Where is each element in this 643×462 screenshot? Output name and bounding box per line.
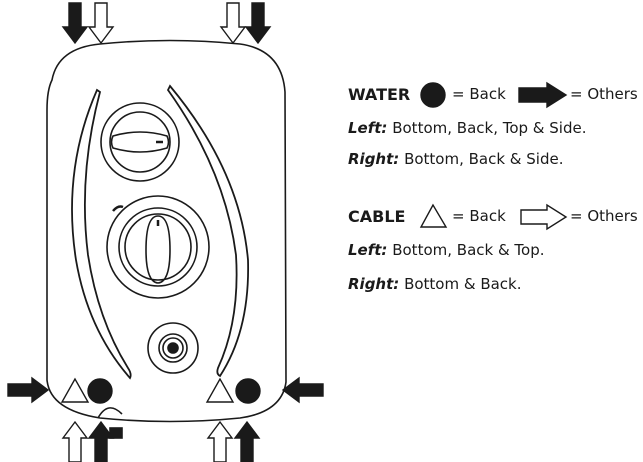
water-left-side-arrow-icon: [7, 377, 49, 403]
water-top-right-arrow-icon: [245, 2, 271, 44]
water-legend-title: WATER: [348, 85, 411, 104]
water-left-text: Bottom, Back, Top & Side.: [392, 119, 587, 137]
legend-cable-triangle-icon: [419, 203, 448, 228]
cable-right-line: Right: Bottom & Back.: [348, 275, 522, 293]
cable-legend-title: CABLE: [348, 207, 406, 226]
cable-left-line: Left: Bottom, Back & Top.: [348, 241, 545, 259]
water-top-left-arrow-icon: [62, 2, 88, 44]
legend-cable-arrow-icon: [520, 203, 568, 231]
cable-bottom-left-arrow-icon: [62, 421, 88, 462]
water-back-left-circle-icon: [87, 378, 113, 404]
shower-body-outline: [46, 39, 287, 423]
cable-back-right-triangle-icon: [205, 377, 235, 403]
cable-left-text: Bottom, Back & Top.: [392, 241, 545, 259]
water-left-label: Left:: [348, 119, 388, 137]
water-back-label: = Back: [452, 85, 506, 103]
cable-left-label: Left:: [348, 241, 388, 259]
right-curve-trim: [166, 84, 250, 378]
power-button-icon: [147, 322, 199, 374]
water-back-right-circle-icon: [235, 378, 261, 404]
legend-water-circle-icon: [420, 82, 446, 108]
left-curve-trim: [71, 88, 132, 380]
cable-back-left-triangle-icon: [60, 377, 90, 403]
water-left-line: Left: Bottom, Back, Top & Side.: [348, 119, 586, 137]
cable-back-label: = Back: [452, 207, 506, 225]
indicator-light-icon: [112, 205, 124, 212]
legend-water-arrow-icon: [518, 81, 568, 109]
water-right-text: Bottom, Back & Side.: [404, 150, 564, 168]
cable-right-label: Right:: [348, 275, 400, 293]
top-knob-icon: [100, 102, 180, 182]
water-bottom-right-arrow-icon: [234, 421, 260, 462]
cable-right-text: Bottom & Back.: [404, 275, 522, 293]
water-right-line: Right: Bottom, Back & Side.: [348, 150, 563, 168]
water-right-label: Right:: [348, 150, 400, 168]
cable-top-left-arrow-icon: [88, 2, 114, 44]
cable-others-label: = Others: [570, 207, 638, 225]
cable-top-right-arrow-icon: [220, 2, 246, 44]
water-right-side-arrow-icon: [282, 377, 324, 403]
temperature-knob-icon: [106, 195, 210, 299]
water-others-label: = Others: [570, 85, 638, 103]
cable-bottom-right-arrow-icon: [207, 421, 233, 462]
